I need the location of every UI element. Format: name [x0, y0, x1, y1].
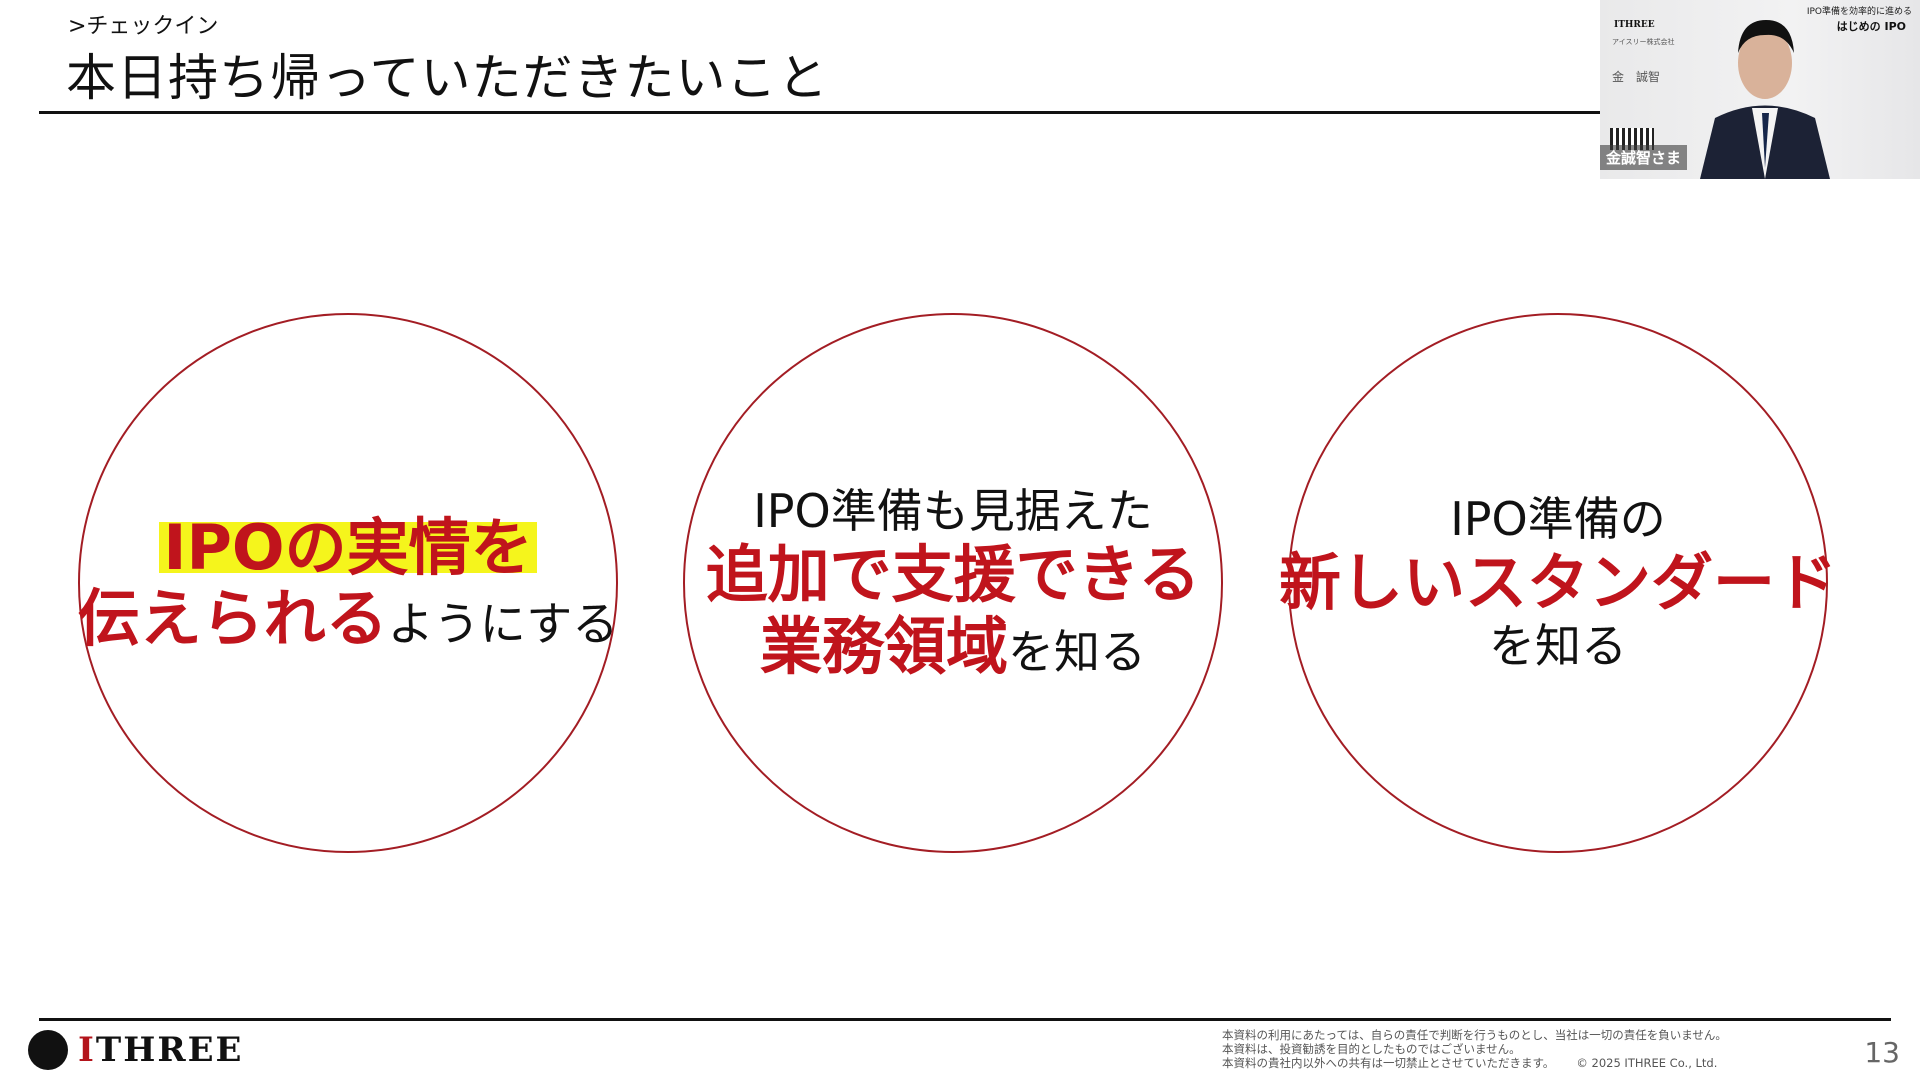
takeaway-2-red: 追加で支援できる	[705, 538, 1201, 612]
title-divider	[39, 111, 1601, 114]
disclaimer-line: 本資料の利用にあたっては、自らの責任で判断を行うものとし、当社は一切の責任を負い…	[1222, 1028, 1727, 1042]
page-title: 本日持ち帰っていただきたいこと	[66, 49, 829, 107]
speaker-figure	[1700, 20, 1830, 179]
video-product: はじめの IPO	[1836, 20, 1906, 33]
takeaway-circle-3: IPO準備の 新しいスタンダード を知る	[1279, 313, 1837, 853]
takeaway-3-red: 新しいスタンダード	[1279, 546, 1838, 620]
speaker-video[interactable]: ITHREE アイスリー株式会社 金 誠智 IPO準備を効率的に進める はじめの…	[1600, 0, 1920, 179]
logo-text: ITHREE	[78, 1030, 244, 1070]
takeaway-circle-1: IPOの実情を 伝えられるようにする	[78, 313, 618, 853]
video-brand: ITHREE	[1614, 20, 1655, 30]
participant-name-caption: 金誠智さま	[1600, 145, 1688, 170]
page-number: 13	[1864, 1036, 1900, 1069]
section-label: >チェックイン	[68, 14, 219, 39]
video-company: アイスリー株式会社	[1612, 38, 1675, 46]
footer-divider	[39, 1018, 1891, 1021]
takeaway-circle-2: IPO準備も見据えた 追加で支援できる 業務領域を知る	[683, 313, 1223, 853]
disclaimer-line: 本資料は、投資勧誘を目的としたものではございません。	[1222, 1042, 1521, 1056]
disclaimer-line: 本資料の貴社内以外への共有は一切禁止とさせていただきます。© 2025 ITHR…	[1222, 1056, 1718, 1070]
takeaway-3-bottom: を知る	[1489, 618, 1627, 673]
takeaway-2-line3: 業務領域を知る	[759, 609, 1146, 683]
video-person-name: 金 誠智	[1612, 70, 1661, 84]
takeaway-3-top: IPO準備の	[1450, 492, 1666, 547]
takeaway-1-line2: 伝えられるようにする	[77, 582, 619, 655]
video-headline: IPO準備を効率的に進める	[1806, 7, 1912, 17]
takeaway-1-line1: IPOの実情を	[159, 510, 537, 584]
copyright: © 2025 ITHREE Co., Ltd.	[1576, 1056, 1718, 1070]
company-logo: ITHREE	[28, 1030, 243, 1070]
takeaway-2-top: IPO準備も見据えた	[753, 484, 1153, 539]
disclaimer: 本資料の利用にあたっては、自らの責任で判断を行うものとし、当社は一切の責任を負い…	[1222, 1028, 1727, 1070]
logo-mark-icon	[28, 1030, 68, 1070]
qr-code-icon	[1610, 128, 1654, 150]
